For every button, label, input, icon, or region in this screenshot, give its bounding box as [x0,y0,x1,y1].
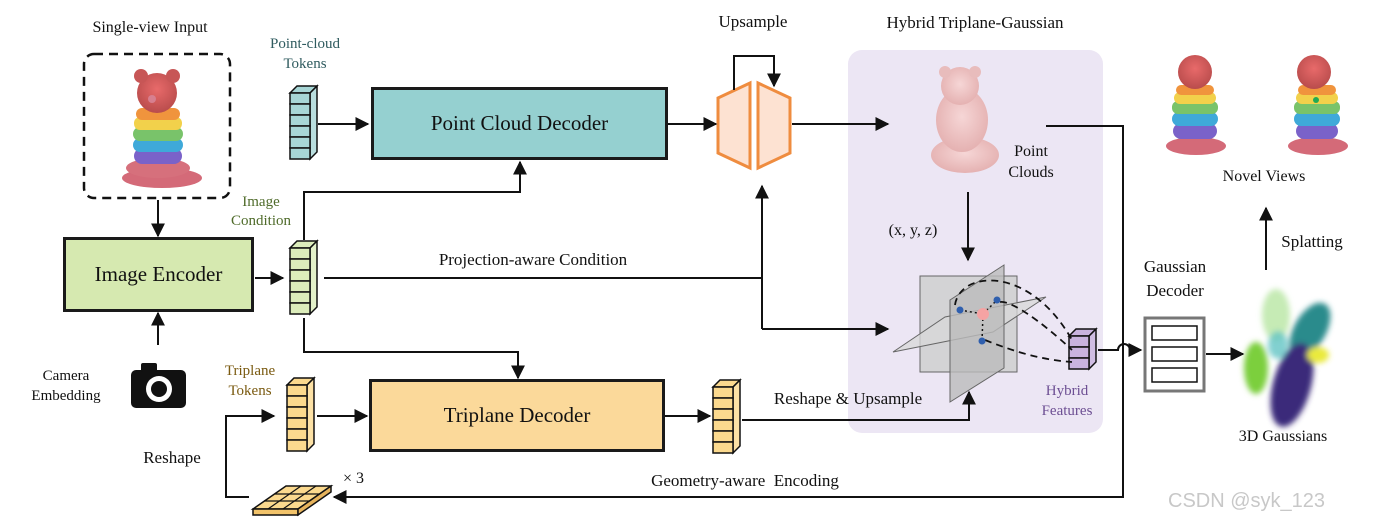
hybrid-feature-token-stack [1067,327,1098,371]
projection-aware-condition-label: Projection-aware Condition [438,250,628,269]
gaussian-blob-icon [1244,289,1331,427]
upsample-label: Upsample [718,12,788,31]
3d-gaussians-label: 3D Gaussians [1238,428,1328,445]
splatting-label: Splatting [1281,232,1343,251]
times-three-label: × 3 [343,470,365,487]
geometry-aware-encoding-label: Geometry-aware Encoding [651,471,839,490]
watermark: CSDN @syk_123 [1168,490,1326,512]
image-condition-token-stack [288,239,319,316]
connectors [151,117,1273,504]
triplane-token-stack-output [711,378,742,455]
novel-views-label: Novel Views [1222,168,1306,185]
camera-embedding-label-1: Camera [42,368,90,384]
image-encoder-label: Image Encoder [94,262,223,286]
point-cloud-image [931,66,999,173]
point-cloud-token-stack [288,84,319,161]
teddy-bear-image [122,69,202,188]
reshape-grid [250,484,334,517]
point-cloud-tokens-label-1: Point-cloud [270,36,340,52]
hybrid-features-label-2: Features [1041,403,1093,419]
novel-view-left [1166,55,1226,155]
point-cloud-tokens-label-2: Tokens [283,56,327,72]
image-encoder-block: Image Encoder [63,237,254,312]
image-condition-label-1: Image [242,194,280,210]
triplane-token-stack-input [285,376,316,453]
upsample-block [716,55,792,171]
reshape-label: Reshape [143,448,201,467]
hybrid-features-label-1: Hybrid [1045,383,1089,399]
single-view-input-label: Single-view Input [92,19,208,36]
point-clouds-label-2: Clouds [1008,164,1054,181]
hybrid-triplane-gaussian-label: Hybrid Triplane-Gaussian [886,13,1064,32]
triplane-decoder-label: Triplane Decoder [443,403,591,427]
point-cloud-decoder-block: Point Cloud Decoder [371,87,668,160]
triplane-decoder-block: Triplane Decoder [369,379,665,452]
gaussian-decoder-label-2: Decoder [1146,281,1204,300]
input-frame [82,52,232,200]
camera-icon [131,363,186,408]
camera-embedding-label-2: Embedding [31,388,101,404]
image-condition-label-2: Condition [230,213,292,229]
hybrid-panel [848,50,1103,433]
gaussian-decoder-icon [1143,316,1206,393]
reshape-upsample-label: Reshape & Upsample [773,389,923,408]
point-cloud-decoder-label: Point Cloud Decoder [430,111,609,135]
xyz-label: (x, y, z) [888,222,938,239]
gaussian-decoder-label-1: Gaussian [1143,257,1207,276]
novel-view-right [1288,55,1348,155]
point-clouds-label-1: Point [1014,143,1048,160]
triplane-tokens-label-1: Triplane [224,363,276,379]
triplane-tokens-label-2: Tokens [228,383,272,399]
triplane-planes-icon [892,264,1073,403]
